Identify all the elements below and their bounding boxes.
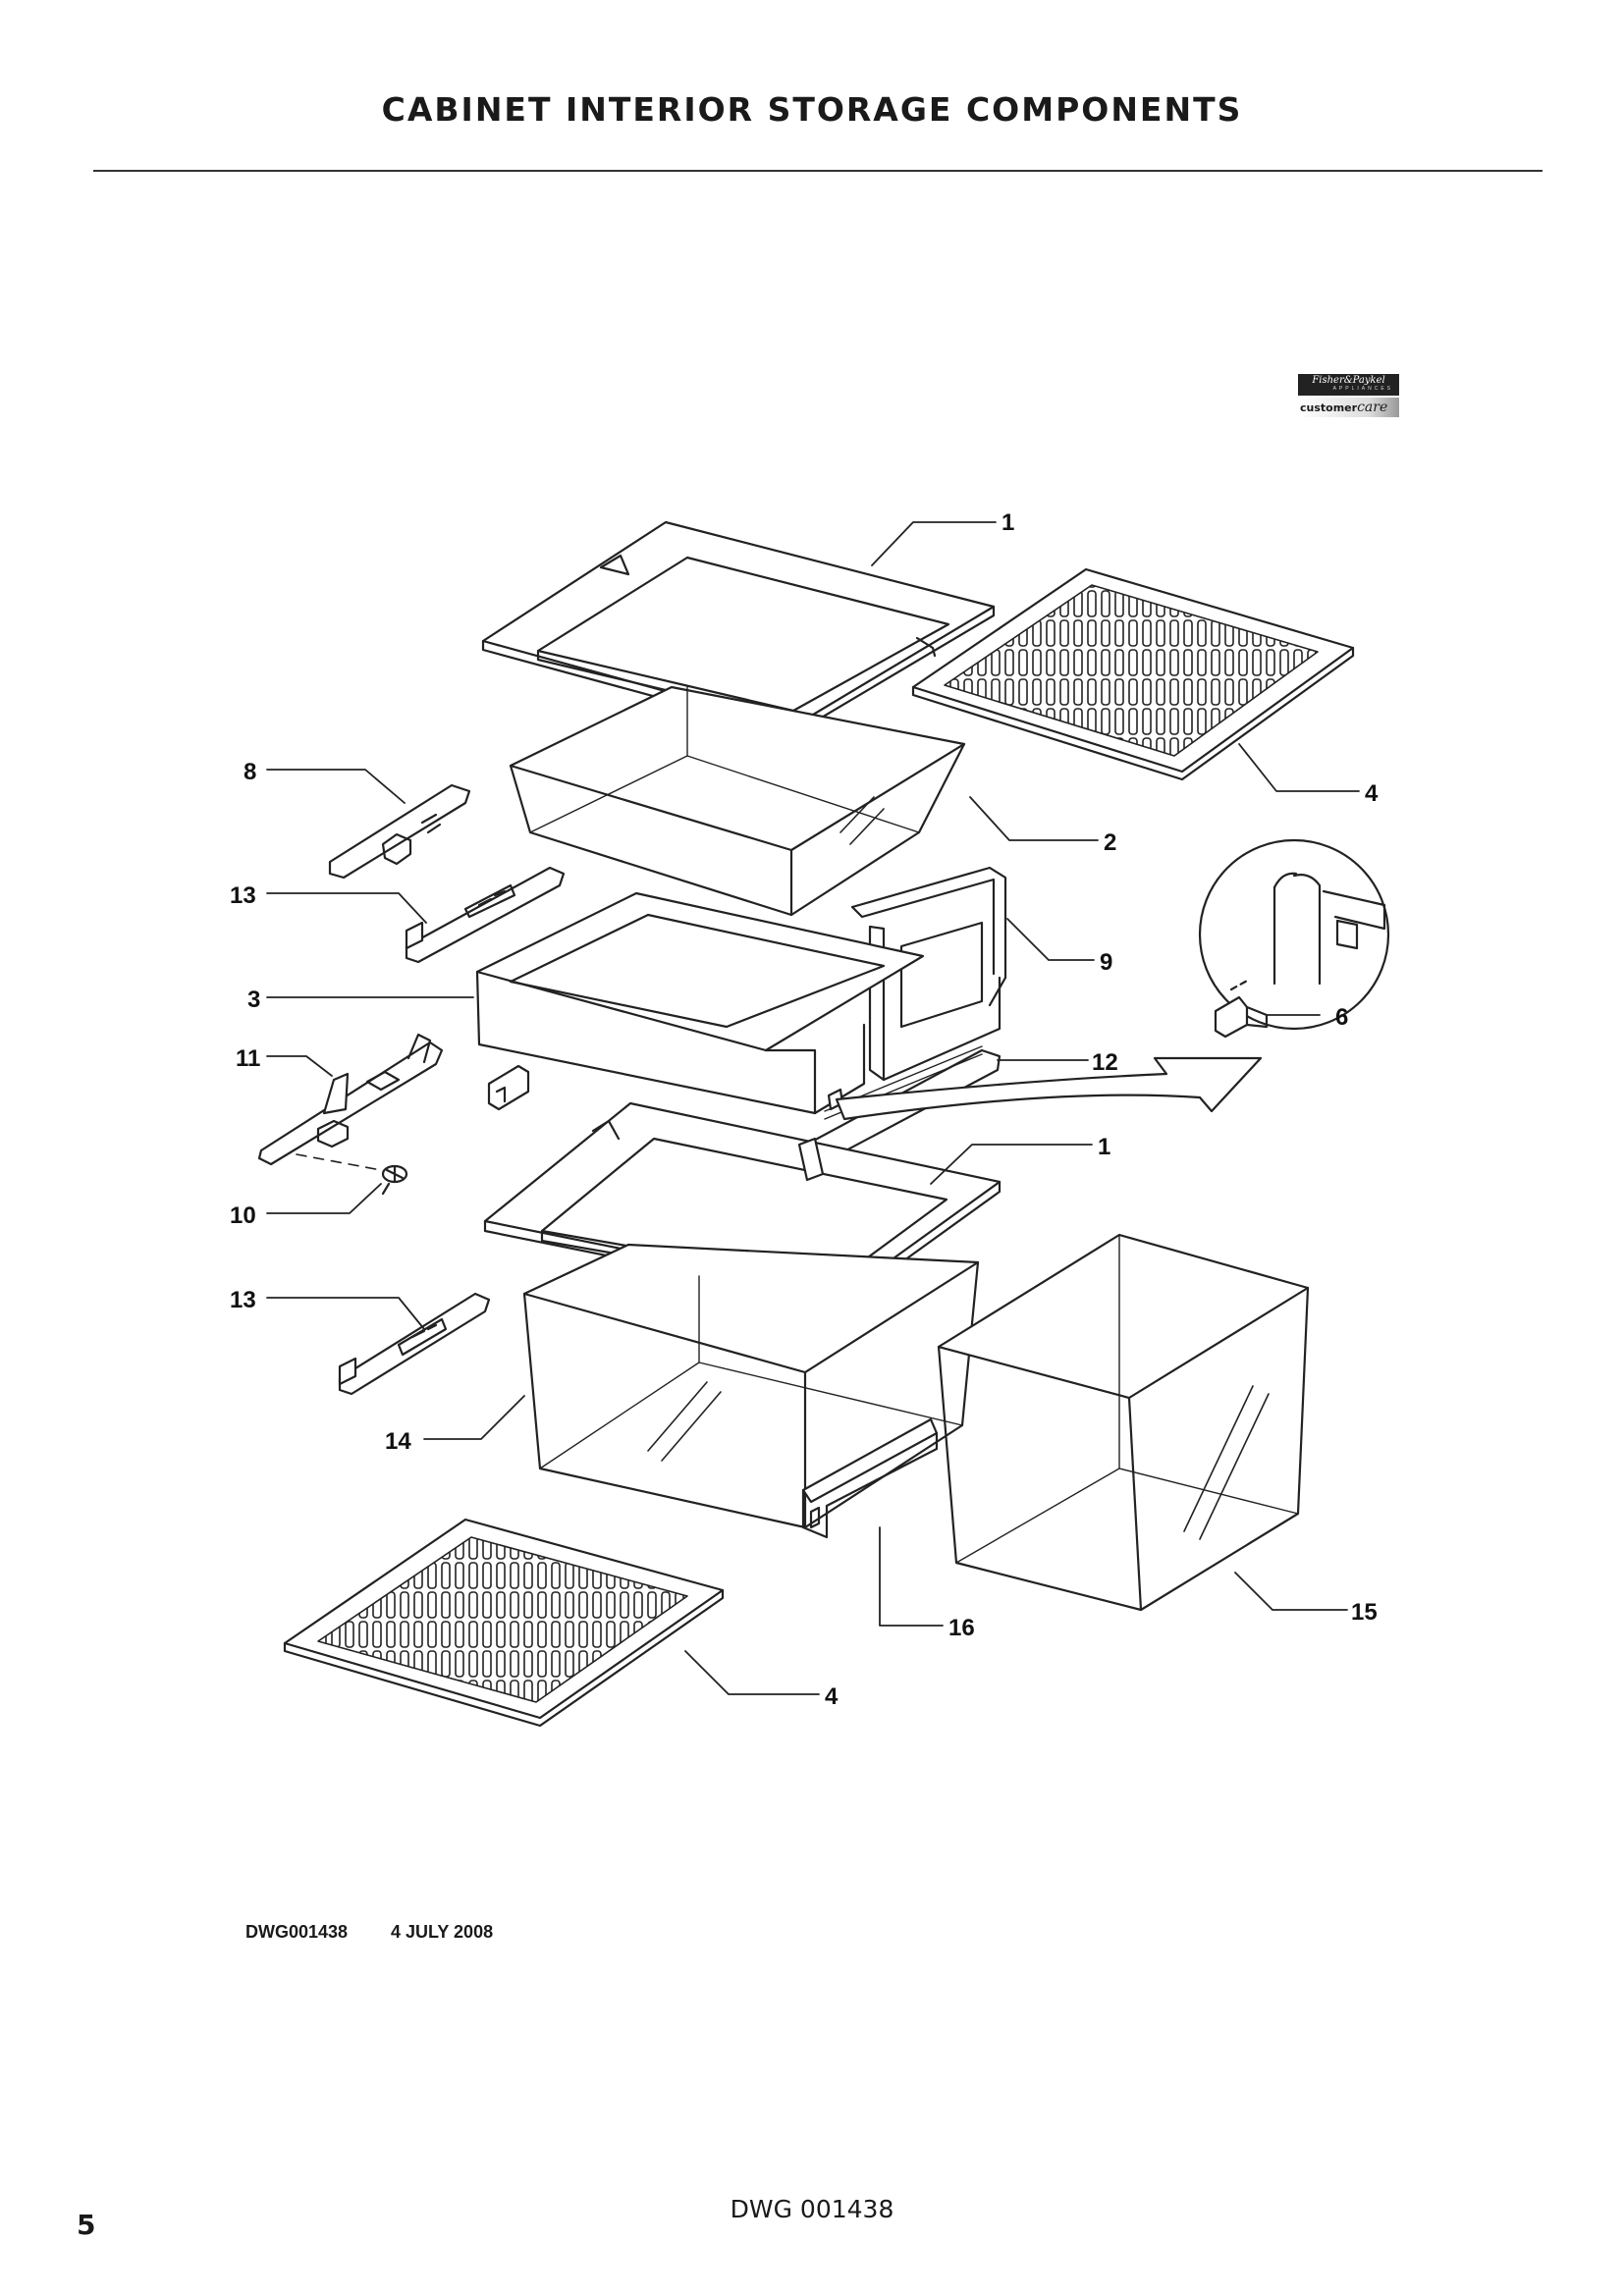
footer-drawing-code: DWG 001438 [730,2195,894,2223]
part-11-bracket [257,1033,444,1166]
callout-1-top: 1 [1001,509,1014,536]
callout-6: 6 [1335,1004,1348,1031]
drawing-reference: DWG001438 [245,1922,349,1942]
leader-14 [423,1395,525,1440]
callout-13-top: 13 [230,882,256,909]
leader-13-bottom [266,1297,425,1330]
part-16-front-trim [801,1417,939,1539]
logo-tagline: APPLIANCES [1332,386,1393,392]
leader-1-mid [930,1144,1093,1185]
part-8-bracket [328,783,471,880]
page-title: CABINET INTERIOR STORAGE COMPONENTS [381,90,1243,129]
drawing-date: 4 JULY 2008 [391,1922,494,1942]
callout-2: 2 [1104,829,1116,856]
callout-14: 14 [385,1428,411,1455]
arrow-indicator [835,1056,1263,1121]
leader-8 [266,769,406,804]
callout-15: 15 [1351,1599,1378,1626]
part-2-crisper-bin [509,685,966,917]
fisher-paykel-customer-care-logo: Fisher&Paykel APPLIANCES customercare [1298,374,1399,420]
callout-13-bottom: 13 [230,1287,256,1313]
leader-2 [969,796,1099,841]
part-14-deep-bin [522,1243,980,1529]
part-4-bottom-grille [283,1518,725,1728]
part-4-top-grille [911,567,1355,781]
part-6-endcap-detail [1198,838,1390,1039]
leader-1-top [871,521,997,566]
leader-15 [1234,1572,1348,1611]
callout-1-mid: 1 [1098,1134,1110,1160]
callout-labels: 1 4 2 8 13 9 3 6 11 12 1 10 13 14 15 16 … [230,509,1379,1710]
callout-12: 12 [1092,1049,1118,1076]
part-3-drawer-tray [475,891,925,1115]
callout-9: 9 [1100,949,1112,976]
leader-9 [1006,918,1095,961]
drawer-latch-left [487,1064,530,1111]
leader-10 [266,1183,382,1214]
leader-lines [266,521,1360,1695]
callout-10: 10 [230,1202,256,1229]
part-13-top-runner [405,866,566,964]
leader-13-top [266,892,427,924]
callout-3: 3 [247,987,260,1013]
callout-8: 8 [244,759,256,785]
leader-4-bottom [684,1650,820,1695]
page-number: 5 [77,2209,96,2241]
leader-11 [266,1055,333,1077]
part-13-bottom-runner [338,1292,491,1396]
header-rule [93,170,1543,172]
callout-4-top: 4 [1365,780,1379,807]
logo-service-band: customercare [1298,398,1399,417]
callout-16: 16 [948,1615,975,1641]
callout-11: 11 [236,1045,260,1072]
leader-16 [879,1526,944,1627]
logo-brand-band: Fisher&Paykel [1298,374,1399,396]
callout-4-bottom: 4 [825,1683,839,1710]
part-15-tall-bin [937,1233,1310,1612]
part-10-screw [296,1153,408,1196]
leader-4-top [1238,743,1360,792]
